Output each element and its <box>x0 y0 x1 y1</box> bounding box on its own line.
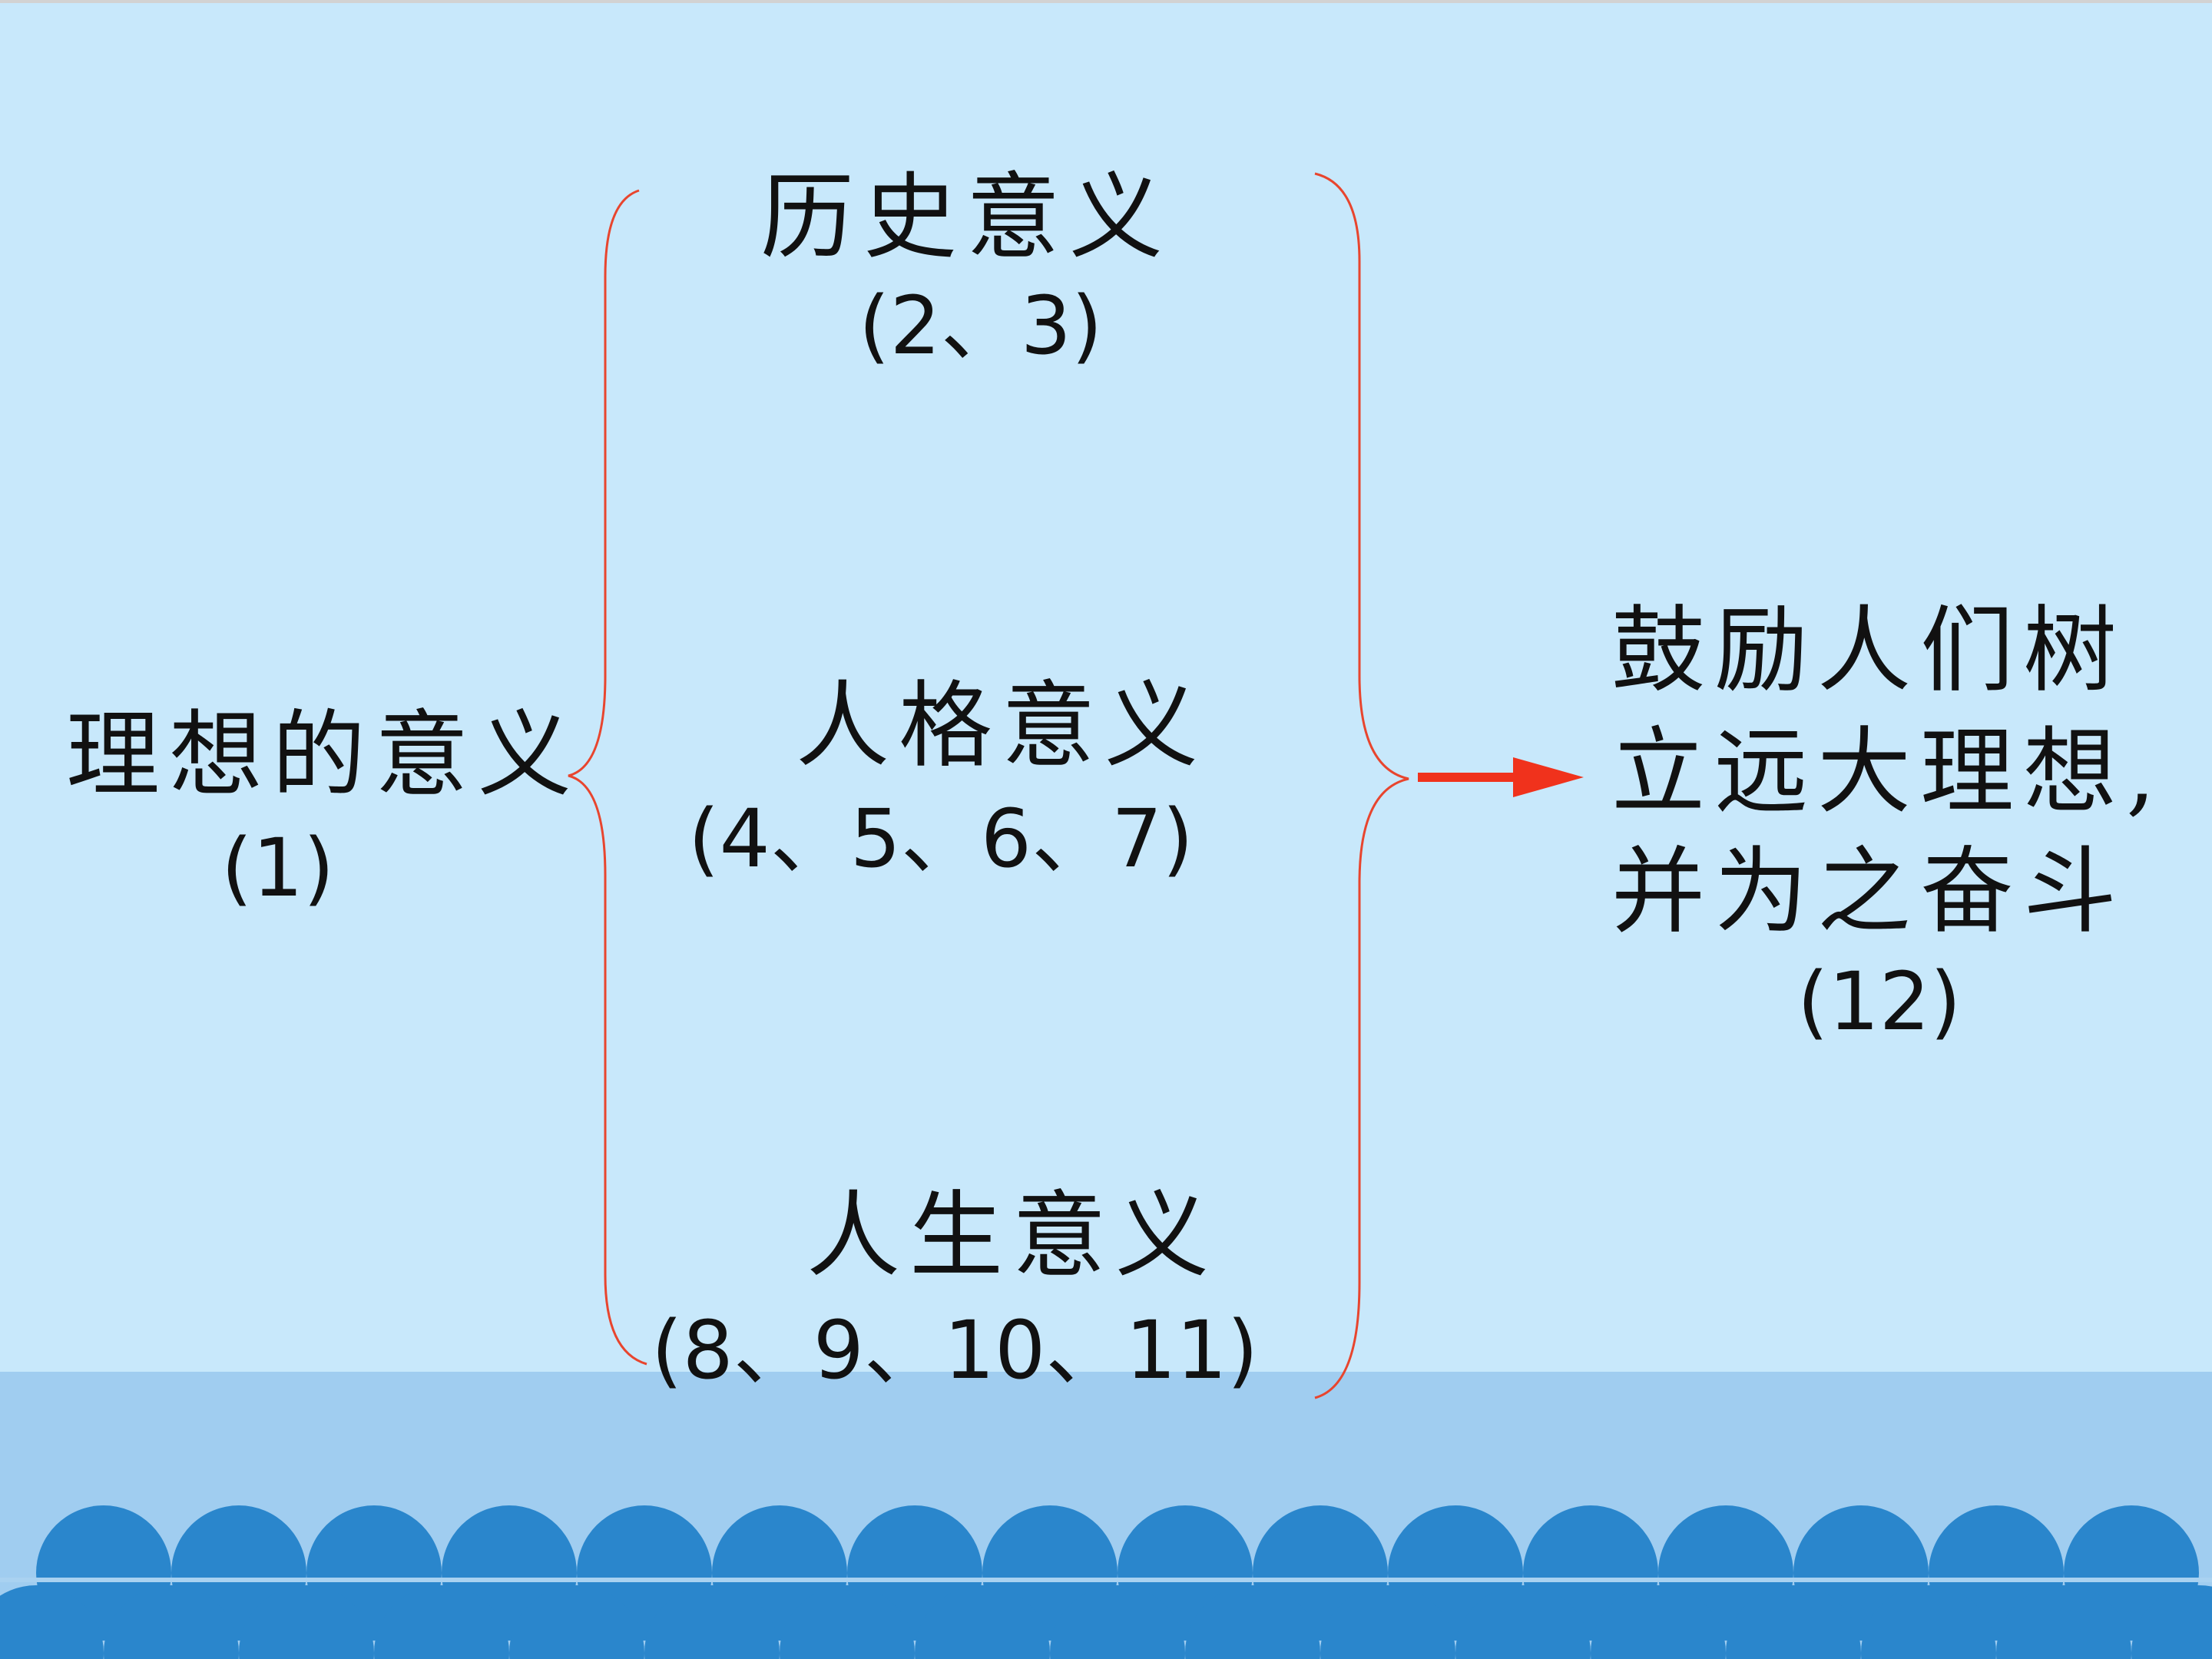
wave-gap <box>0 1578 2212 1582</box>
left-brace <box>568 189 647 1366</box>
wave-decoration <box>0 1505 2212 1659</box>
branch-life-ref: (8、9、10、11) <box>651 1303 1259 1397</box>
root-label: 理想的意义 <box>66 700 581 810</box>
conclusion-line-1: 鼓励人们树 <box>1611 596 2126 705</box>
root-ref: (1) <box>221 821 335 915</box>
branch-life-label: 人生意义 <box>806 1181 1218 1290</box>
conclusion-line-3: 并为之奋斗 <box>1611 837 2126 946</box>
branch-personality-ref: (4、5、6、7) <box>688 792 1194 886</box>
conclusion-ref: (12) <box>1797 955 1962 1048</box>
right-brace <box>1314 172 1409 1399</box>
arrow <box>1418 757 1584 797</box>
wave-row-front <box>0 1585 2212 1659</box>
top-border <box>0 0 2212 3</box>
conclusion-line-2: 立远大理想, <box>1611 717 2165 826</box>
branch-history-label: 历史意义 <box>760 163 1172 272</box>
branch-history-ref: (2、3) <box>859 279 1103 373</box>
branch-personality-label: 人格意义 <box>796 671 1207 780</box>
